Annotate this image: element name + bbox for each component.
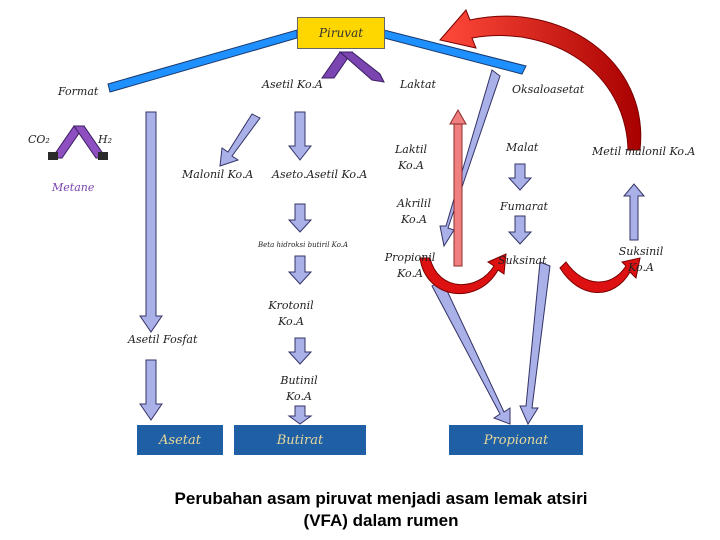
arrow-laktat-pink <box>453 121 463 267</box>
butinil-koa-line-1: Butinil <box>280 374 318 387</box>
malonil-koa-label: Malonil Ko.A <box>182 168 254 181</box>
beta-hidroksi-label: Beta hidroksi butiril Ko.A <box>258 241 349 249</box>
arrow-fumarat-to-suksinat <box>507 215 533 245</box>
arrow-laktat-pink-head <box>449 108 467 125</box>
asetat-box: Asetat <box>137 425 223 455</box>
red-curve-top <box>439 9 642 151</box>
propionil-koa-line-2: Ko.A <box>397 266 423 280</box>
arrow-to-beta-hidroksi <box>287 203 313 233</box>
suksinil-koa-line-1: Suksinil <box>618 245 664 258</box>
arrow-fosfat-to-asetat <box>139 359 163 421</box>
akrilil-koa-label: Akrilil Ko.A <box>397 196 431 228</box>
arrow-malat-to-fumarat <box>507 163 533 191</box>
arrow-to-krotonil <box>287 255 313 285</box>
piruvat-box: Piruvat <box>297 17 385 49</box>
propionil-koa-line-1: Propionil <box>384 251 436 264</box>
propionat-label: Propionat <box>483 432 549 448</box>
arrow-propionil-to-propionat <box>431 279 511 425</box>
laktil-koa-line-1: Laktil <box>395 143 427 156</box>
h2-label: H₂ <box>98 133 113 146</box>
arrow-pyruvate-to-laktil <box>439 69 501 248</box>
red-curve-left <box>419 253 507 295</box>
suksinil-koa-line-2: Ko.A <box>628 260 654 274</box>
propionil-koa-label: Propionil Ko.A <box>385 250 436 282</box>
caption-line-2: (VFA) dalam rumen <box>303 511 459 531</box>
asetat-label: Asetat <box>159 432 201 448</box>
piruvat-label: Piruvat <box>318 26 364 40</box>
arrow-to-butinil <box>287 337 313 365</box>
caption-line-1: Perubahan asam piruvat menjadi asam lema… <box>174 489 588 508</box>
co2-label: CO₂ <box>28 133 50 146</box>
arrow-suksinil-to-metilmalonil <box>622 183 646 241</box>
asetil-fosfat-label: Asetil Fosfat <box>128 333 198 346</box>
oksaloasetat-label: Oksaloasetat <box>512 83 585 96</box>
butinil-koa-label: Butinil Ko.A <box>280 373 317 405</box>
co2-arrowhead <box>48 152 58 160</box>
suksinil-koa-label: Suksinil Ko.A <box>619 244 664 276</box>
pyruvate-chevron-right <box>338 51 385 83</box>
akrilil-koa-line-1: Akrilil <box>397 197 431 210</box>
krotonil-koa-line-1: Krotonil <box>268 299 314 312</box>
metil-malonil-koa-label: Metil malonil Ko.A <box>592 145 696 158</box>
asetoasetil-koa-label: Aseto.Asetil Ko.A <box>272 168 368 181</box>
krotonil-koa-label: Krotonil Ko.A <box>268 298 313 330</box>
format-label: Format <box>58 85 99 98</box>
diagram-caption: Perubahan asam piruvat menjadi asam lema… <box>0 488 720 532</box>
arrow-asetil-to-malonil <box>219 113 261 167</box>
asetil-koa-label: Asetil Ko.A <box>262 78 323 91</box>
red-curve-bottom <box>559 257 641 293</box>
laktat-label: Laktat <box>400 78 436 91</box>
laktil-koa-label: Laktil Ko.A <box>395 142 427 174</box>
h2-arrowhead <box>98 152 108 160</box>
butinil-koa-line-2: Ko.A <box>286 389 312 403</box>
metane-label: Metane <box>52 181 95 194</box>
propionat-box: Propionat <box>449 425 583 455</box>
arrow-asetil-to-fosfat <box>139 111 163 333</box>
fumarat-label: Fumarat <box>500 200 548 213</box>
malat-label: Malat <box>506 141 539 154</box>
butirat-box: Butirat <box>234 425 366 455</box>
krotonil-koa-line-2: Ko.A <box>278 314 304 328</box>
arrow-asetil-to-asetoasetil <box>287 111 313 161</box>
arrow-suksinat-to-propionat <box>519 261 551 426</box>
akrilil-koa-line-2: Ko.A <box>401 212 427 226</box>
laktil-koa-line-2: Ko.A <box>398 158 424 172</box>
arrow-to-butirat <box>287 405 313 425</box>
suksinat-label: Suksinat <box>498 254 547 267</box>
butirat-label: Butirat <box>276 432 324 448</box>
